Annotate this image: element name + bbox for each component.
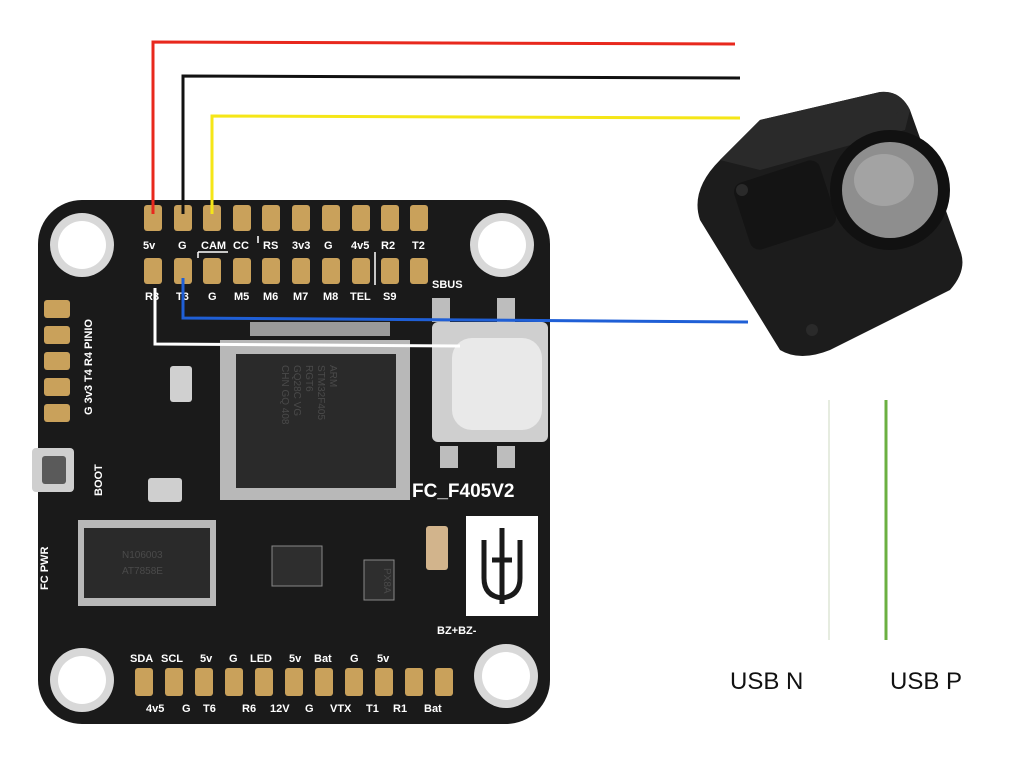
- pad-label-r2: R2: [381, 240, 395, 252]
- second-pad-labels: R3 T3 G M5 M6 M7 M8 TEL S9: [145, 291, 396, 303]
- svg-text:VTX: VTX: [330, 703, 352, 715]
- pad-label-m5: M5: [234, 291, 249, 303]
- svg-text:G: G: [182, 703, 191, 715]
- svg-text:5v: 5v: [377, 653, 390, 665]
- mcu-text-1: STM32F405: [315, 365, 326, 420]
- usb-c-connector: [432, 298, 548, 468]
- pad-label-t2: T2: [412, 240, 425, 252]
- wire-white-r3: [153, 288, 461, 348]
- boot-label: BOOT: [93, 464, 105, 496]
- pinio-label: G 3v3 T4 R4 PINIO: [83, 319, 95, 415]
- driver-text-0: N106003: [122, 550, 163, 561]
- board-name: FC_F405V2: [412, 481, 514, 502]
- trident-emblem: [466, 516, 538, 616]
- pad-label-g3: G: [208, 291, 217, 303]
- svg-text:R1: R1: [393, 703, 407, 715]
- driver-chip: N106003 AT7858E: [78, 520, 216, 606]
- usb-p-label: USB P: [890, 668, 963, 695]
- svg-text:G: G: [229, 653, 238, 665]
- wire-black-g: [181, 74, 741, 214]
- small-chip: PX8A: [363, 559, 395, 601]
- wire-blue-t3: [181, 278, 749, 324]
- pinio-pad-column: [44, 300, 70, 422]
- driver-text-1: AT7858E: [122, 566, 163, 577]
- pad-label-rs: RS: [263, 240, 278, 252]
- mcu-text-2: RGT6: [303, 365, 314, 392]
- mounting-hole-top-right: [470, 213, 534, 277]
- pad-label-m7: M7: [293, 291, 308, 303]
- mounting-hole-top-left: [50, 213, 114, 277]
- svg-text:R6: R6: [242, 703, 256, 715]
- pad-label-5v: 5v: [143, 240, 156, 252]
- wires: [151, 40, 749, 348]
- svg-text:G: G: [350, 653, 359, 665]
- wire-yellow-cam: [210, 114, 741, 214]
- connector-strip: [250, 322, 390, 336]
- pad-label-m8: M8: [323, 291, 338, 303]
- pad-label-cam: CAM: [201, 240, 226, 252]
- pad-label-m6: M6: [263, 291, 278, 303]
- pad-group-brackets: [197, 236, 376, 285]
- mounting-hole-bottom-left: [50, 648, 114, 712]
- svg-text:Bat: Bat: [424, 703, 442, 715]
- svg-text:Bat: Bat: [314, 653, 332, 665]
- mcu-text-0: ARM: [327, 365, 338, 387]
- svg-text:T6: T6: [203, 703, 216, 715]
- usb-n-label: USB N: [730, 668, 804, 695]
- pad-label-r3: R3: [145, 291, 159, 303]
- svg-text:5v: 5v: [200, 653, 213, 665]
- mounting-hole-bottom-right: [474, 644, 538, 708]
- bottom-pad-labels: SDA SCL 5v G LED 5v Bat G 5v: [130, 653, 390, 665]
- mcu-chip: ARM STM32F405 RGT6 GQ28C VG CHN GQ 408: [220, 340, 410, 500]
- svg-text:PX8A: PX8A: [381, 568, 392, 594]
- mcu-text-4: CHN GQ 408: [279, 365, 290, 425]
- capacitor: [426, 526, 448, 570]
- pad-label-cc: CC: [233, 240, 249, 252]
- crystal: [170, 366, 192, 402]
- bottom-pad-labels-2: 4v5 G T6 R6 12V G VTX T1 R1 Bat: [146, 703, 442, 715]
- svg-text:4v5: 4v5: [146, 703, 164, 715]
- pad-label-s9: S9: [383, 291, 396, 303]
- small-component: [148, 478, 182, 502]
- flight-controller-board: 5v G CAM CC RS 3v3 G 4v5 R2 T2 R3 T3: [32, 200, 562, 724]
- svg-text:12V: 12V: [270, 703, 290, 715]
- second-pad-row: [144, 258, 428, 284]
- wire-red-5v: [151, 40, 736, 214]
- top-pad-labels: 5v G CAM CC RS 3v3 G 4v5 R2 T2: [143, 240, 425, 252]
- imu-chip: [271, 545, 323, 587]
- svg-text:5v: 5v: [289, 653, 302, 665]
- pad-label-g: G: [178, 240, 187, 252]
- camera-module: [697, 91, 963, 357]
- svg-text:SCL: SCL: [161, 653, 183, 665]
- sbus-label: SBUS: [432, 279, 463, 291]
- svg-text:SDA: SDA: [130, 653, 153, 665]
- svg-text:LED: LED: [250, 653, 272, 665]
- svg-text:G: G: [305, 703, 314, 715]
- pad-label-tel: TEL: [350, 291, 371, 303]
- boot-button: [32, 448, 74, 492]
- pad-label-4v5: 4v5: [351, 240, 369, 252]
- top-pad-row: [144, 205, 428, 231]
- bz-label: BZ+BZ-: [437, 625, 477, 637]
- pad-label-g2: G: [324, 240, 333, 252]
- svg-text:T1: T1: [366, 703, 379, 715]
- fc-pwr-label: FC PWR: [39, 547, 51, 590]
- mcu-text-3: GQ28C VG: [291, 365, 302, 416]
- pad-label-3v3: 3v3: [292, 240, 310, 252]
- bottom-pad-row: [135, 668, 453, 696]
